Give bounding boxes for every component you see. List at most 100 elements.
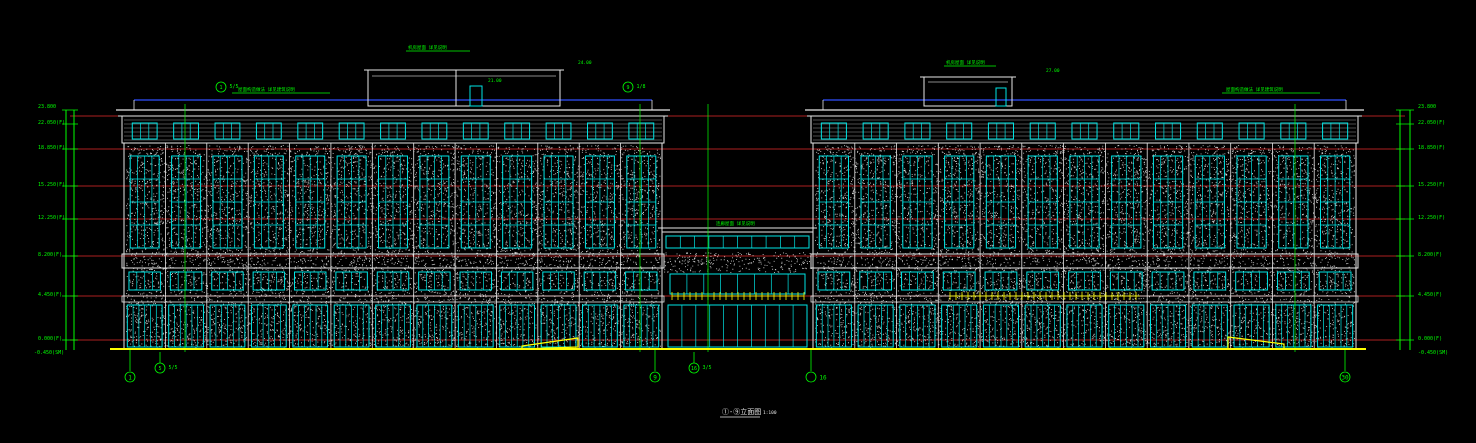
window-mullions — [1205, 123, 1215, 139]
window — [987, 122, 1014, 140]
window-mullions — [1320, 156, 1350, 248]
grid-reference-layer: 1 5/5 9 1/8 5 5/5 16 3/5 — [154, 81, 712, 374]
window-mullions — [337, 156, 367, 248]
grid-bubble-tag: 3/5 — [702, 365, 711, 371]
window-mullions — [950, 272, 968, 290]
canopy — [121, 295, 665, 303]
window — [1196, 122, 1223, 140]
window — [904, 122, 931, 140]
window — [173, 122, 199, 140]
floor-level-lines — [70, 115, 1405, 341]
window-mullions — [954, 123, 964, 139]
window — [587, 122, 613, 140]
window — [380, 122, 406, 140]
window-mullions — [461, 156, 491, 248]
railing — [671, 292, 805, 300]
mech-room-left — [364, 69, 564, 107]
window — [820, 122, 847, 140]
window-mullions — [1121, 123, 1131, 139]
window — [255, 122, 282, 140]
grid-bubble-number: 9 — [626, 85, 629, 91]
window — [946, 122, 973, 140]
pilasters — [123, 143, 663, 349]
axis-label: 9 — [653, 375, 657, 382]
mech-note-left: 机房屋面 详见说明 — [408, 44, 447, 51]
masonry-texture — [126, 145, 661, 348]
building-block-left — [116, 99, 670, 350]
window-mullions — [992, 272, 1010, 290]
grid-bubble: 9 1/8 — [622, 81, 646, 93]
level-label: -0.450(SM) — [1418, 350, 1448, 356]
window-mullions — [1285, 272, 1302, 290]
window — [1322, 122, 1349, 140]
level-labels-left: 23.800 22.050(F) 18.850(F) 15.250(F) 12.… — [34, 104, 65, 356]
window-mullions — [1072, 305, 1097, 347]
level-labels-right: 23.800 22.050(F) 18.850(F) 15.250(F) 12.… — [1418, 104, 1448, 356]
window-mullions — [1028, 156, 1058, 248]
window — [421, 122, 448, 140]
window-mullions — [679, 236, 796, 248]
window-mullions — [298, 305, 323, 347]
window — [1155, 122, 1182, 140]
window-mullions — [343, 272, 360, 290]
window-mullions — [1281, 305, 1306, 347]
window-mullions — [378, 156, 408, 248]
window-mullions — [429, 123, 439, 139]
window-mullions — [422, 305, 447, 347]
window-mullions — [302, 272, 319, 290]
window-mullions — [347, 123, 357, 139]
grid-bubble-tag: 1/8 — [636, 84, 645, 90]
dimension-column-right — [1399, 110, 1411, 350]
window-mullions — [1030, 305, 1055, 347]
window — [1280, 122, 1307, 140]
window-mullions — [1326, 272, 1344, 290]
window-mullions — [585, 156, 615, 248]
window-mullions — [595, 123, 605, 139]
level-label: 4.450(F) — [38, 292, 62, 298]
level-label: 15.250(F) — [38, 182, 65, 188]
window-mullions — [871, 123, 881, 139]
grid-bubble: 16 3/5 — [688, 352, 712, 374]
drawing-title: ①-⑨立面图 — [722, 407, 761, 416]
window-mullions — [1038, 123, 1048, 139]
link-roof-note: 连廊屋面 详见说明 — [716, 220, 755, 227]
window-mullions — [1159, 272, 1177, 290]
window-mullions — [902, 156, 933, 248]
parapet-bands — [124, 119, 662, 141]
drawing-title-block: ①-⑨立面图 1:100 — [720, 407, 777, 418]
mech-note-right: 机房屋面 详见说明 — [946, 59, 985, 66]
level-label: 12.250(F) — [38, 215, 65, 221]
notes-layer: 屋面构造做法 详见建筑说明 屋面构造做法 详见建筑说明 机房屋面 详见说明 机房… — [232, 44, 1320, 227]
window-mullions — [471, 123, 481, 139]
masonry-texture — [815, 145, 1355, 348]
window-mullions — [863, 305, 888, 347]
window-mullions — [467, 272, 484, 290]
window-mullions — [986, 156, 1016, 248]
leader-lines — [184, 104, 1296, 352]
window-mullions — [681, 305, 794, 347]
window-mullions — [1195, 156, 1225, 248]
axis-bubble: 1 — [124, 350, 136, 383]
window-mullions — [554, 123, 564, 139]
window-mullions — [996, 123, 1006, 139]
window-mullions — [1323, 305, 1348, 347]
level-label: 18.850(F) — [38, 145, 65, 151]
window-mullions — [825, 272, 843, 290]
podium-band — [810, 253, 1359, 269]
railing — [949, 292, 1140, 300]
window-mullions — [947, 305, 972, 347]
window-mullions — [384, 272, 402, 290]
window-mullions — [256, 305, 281, 347]
window-mullions — [305, 123, 315, 139]
window-mullions — [388, 123, 398, 139]
level-note: 24.00 — [578, 60, 592, 66]
window-mullions — [1155, 305, 1181, 347]
window — [1071, 122, 1098, 140]
axis-bubble: 16 — [805, 350, 827, 383]
window-mullions — [1239, 305, 1264, 347]
window-mullions — [505, 305, 530, 347]
window-mullions — [1114, 305, 1139, 347]
window-mullions — [254, 156, 284, 248]
window-mullions — [215, 305, 240, 347]
window-mullions — [821, 305, 846, 347]
